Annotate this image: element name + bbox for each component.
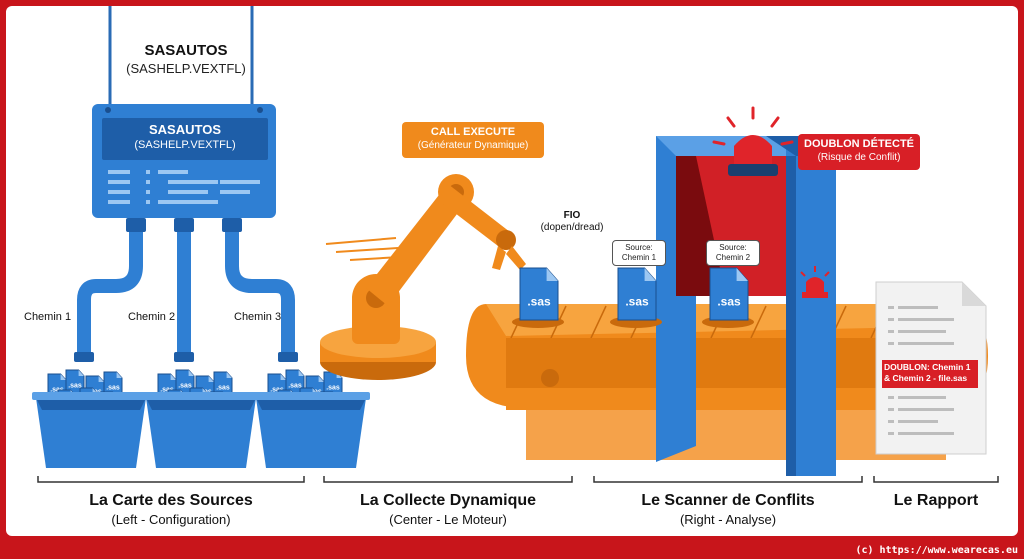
sas-file-label: .sas (68, 382, 82, 389)
sas-file-label: .sas (178, 382, 192, 389)
section-title-report: Le Rapport (893, 492, 979, 509)
sas-file-label: .sas (270, 386, 284, 393)
diagram-frame: .sas.sas.sas.sas.sas.sas.sas.sas.sas.sas… (6, 6, 1018, 536)
screen-title: SASAUTOS (149, 122, 221, 137)
sas-file-icon: .sas (617, 267, 657, 321)
sas-file-label: .sas (527, 294, 551, 308)
pipe-nozzle (74, 352, 94, 362)
copyright-link[interactable]: (c) https://www.wearecas.eu (855, 545, 1018, 556)
section-subtitle-sources: (Left - Configuration) (111, 512, 231, 527)
source-bubble-1: Source: Chemin 1 (612, 240, 666, 266)
alert-subtitle: (Risque de Conflit) (817, 152, 901, 163)
top-title: SASAUTOS (144, 42, 228, 59)
pipe-joint (222, 218, 242, 232)
bubble-2-line1: Source: (719, 243, 747, 252)
path-label-1: Chemin 1 (24, 311, 72, 323)
report-document (875, 281, 987, 455)
bubble-2-line2: Chemin 2 (715, 253, 751, 262)
source-bin: .sas.sas.sas.sas.sas.sas.sas (32, 369, 150, 468)
sas-file-label: .sas (160, 386, 174, 393)
section-subtitle-scanner: (Right - Analyse) (679, 512, 777, 527)
source-bins: .sas.sas.sas.sas.sas.sas.sas.sas.sas.sas… (32, 369, 370, 468)
sas-file-label: .sas (326, 384, 340, 391)
bubble-1-line2: Chemin 1 (621, 253, 657, 262)
screen-subtitle: (SASHELP.VEXTFL) (134, 139, 236, 151)
fio-subtitle: (dopen/dread) (540, 222, 604, 233)
pipe-nozzle (174, 352, 194, 362)
robot-arm (320, 174, 526, 380)
pipe-nozzle (278, 352, 298, 362)
sas-file-label: .sas (216, 384, 230, 391)
call-execute-title: CALL EXECUTE (430, 126, 516, 138)
duplicate-alert-badge: DOUBLON DÉTECTÉ (Risque de Conflit) (798, 134, 920, 170)
report-duplicate-note: DOUBLON: Chemin 1 & Chemin 2 - file.sas (884, 362, 971, 383)
sasautos-server (92, 104, 276, 218)
pipe-joint (126, 218, 146, 232)
sas-file-label: .sas (288, 382, 302, 389)
section-title-collect: La Collecte Dynamique (359, 492, 537, 509)
source-bin: .sas.sas.sas.sas.sas.sas.sas (252, 369, 370, 468)
sas-file-icon: .sas (519, 267, 559, 321)
conveyor-files: .sas .sas .sas (512, 267, 754, 328)
section-title-sources: La Carte des Sources (89, 492, 253, 509)
fio-title: FIO (563, 210, 581, 221)
call-execute-subtitle: (Générateur Dynamique) (417, 140, 529, 151)
pipe-joint (174, 218, 194, 232)
alert-title: DOUBLON DÉTECTÉ (804, 138, 914, 150)
sas-file-label: .sas (717, 294, 741, 308)
path-label-2: Chemin 2 (128, 311, 176, 323)
section-subtitle-collect: (Center - Le Moteur) (389, 512, 507, 527)
section-brackets (37, 476, 999, 483)
source-bubble-2: Source: Chemin 2 (706, 240, 760, 266)
section-title-scanner: Le Scanner de Conflits (641, 492, 815, 509)
source-pipes (77, 218, 295, 356)
sas-file-label: .sas (50, 386, 64, 393)
source-bin: .sas.sas.sas.sas.sas.sas.sas (142, 369, 260, 468)
sas-file-icon: .sas (709, 267, 749, 321)
bubble-1-line1: Source: (625, 243, 653, 252)
gate-alarm-icon (800, 266, 830, 298)
infographic-canvas: .sas.sas.sas.sas.sas.sas.sas.sas.sas.sas… (32, 6, 999, 483)
alarm-light (712, 106, 794, 176)
sas-file-label: .sas (106, 384, 120, 391)
call-execute-badge: CALL EXECUTE (Générateur Dynamique) (402, 122, 544, 158)
path-label-3: Chemin 3 (234, 311, 282, 323)
top-subtitle: (SASHELP.VEXTFL) (126, 61, 246, 76)
sas-file-label: .sas (625, 294, 649, 308)
